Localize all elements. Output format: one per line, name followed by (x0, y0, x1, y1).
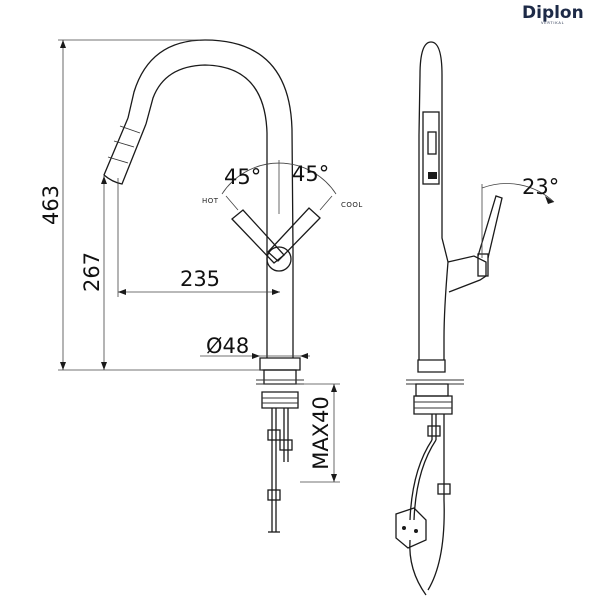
front-lever-handles (231, 207, 321, 272)
spout-height-label: 267 (80, 252, 104, 292)
front-supply-hoses (267, 408, 293, 533)
front-spray-head (103, 117, 147, 185)
hot-label: HOT (202, 197, 219, 205)
total-height-label: 463 (39, 185, 63, 225)
front-spout-inner (145, 64, 268, 358)
front-base-nut (259, 357, 301, 371)
base-diameter-label: Ø48 (206, 334, 249, 358)
spout-reach-label: 235 (180, 267, 220, 291)
side-hoses (395, 414, 451, 596)
front-spout-outer (127, 39, 294, 358)
side-lever (447, 255, 487, 293)
hose-weight (395, 507, 427, 549)
brand-name: Diplon (522, 3, 584, 23)
counter-max-label: MAX40 (309, 396, 333, 470)
front-dimensions: 463 267 235 Ø48 MAX40 45° 45° HOT COOL (39, 39, 363, 483)
front-view (103, 39, 321, 533)
side-view (395, 41, 503, 596)
brand-logo: Diplon VERTIKAL (522, 3, 584, 25)
hot-angle-label: 45° (224, 165, 261, 189)
side-body (418, 41, 449, 360)
side-spray-head (422, 111, 440, 185)
cool-label: COOL (341, 201, 363, 209)
side-dimensions: 23° (481, 175, 559, 258)
spray-angle-label: 23° (522, 175, 559, 199)
cool-angle-label: 45° (292, 162, 329, 186)
brand-subtitle: VERTIKAL (541, 21, 564, 25)
side-base-nut (417, 359, 446, 373)
